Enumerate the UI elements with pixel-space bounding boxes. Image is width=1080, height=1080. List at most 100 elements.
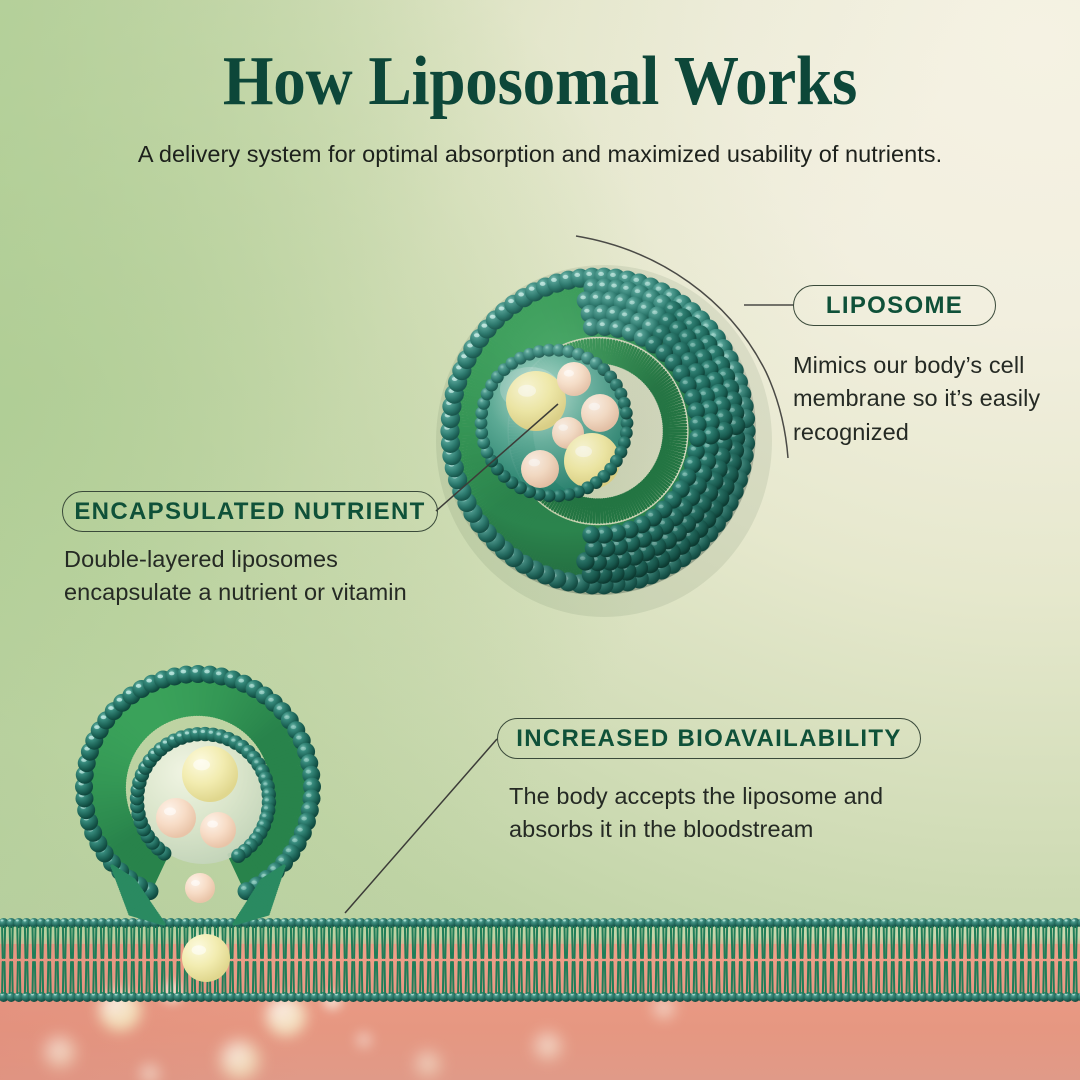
lipid-head-highlight [707, 993, 711, 996]
lipid-head-highlight [540, 919, 544, 922]
lipid-tail [472, 961, 475, 994]
lipid-tail [525, 926, 529, 959]
lipid-head-highlight [433, 993, 437, 996]
lipid-head-highlight [494, 993, 498, 996]
lipid-tail [588, 961, 592, 994]
lipid-head-highlight [1026, 993, 1030, 996]
lipid-tail [39, 961, 42, 994]
lipid-head-highlight [806, 919, 810, 922]
callout-pill-encapsulated-nutrient[interactable]: ENCAPSULATED NUTRIENT [62, 491, 438, 532]
lipid-head-highlight [981, 919, 984, 922]
lipid-head-highlight [1041, 919, 1045, 922]
lipid-tail [398, 926, 402, 959]
lipid-tail [1021, 961, 1025, 994]
nutrient-particle [416, 1052, 440, 1076]
lipid-head-highlight [707, 919, 711, 922]
lipid-tail [778, 926, 782, 959]
lipid-tail [945, 961, 949, 994]
lipid-tail [482, 961, 485, 994]
lipid-tail [619, 961, 622, 994]
lipid-head-highlight [821, 993, 825, 996]
lipid-tail [84, 961, 88, 994]
lipid-head-highlight [502, 993, 506, 996]
lipid-head-highlight [107, 919, 110, 922]
lipid-tail [761, 926, 764, 959]
lipid-head-highlight [91, 919, 95, 922]
lipid-tail [381, 926, 384, 959]
lipid-tail [482, 926, 485, 959]
lipid-head-highlight [525, 993, 528, 996]
lipid-head-highlight [395, 919, 399, 922]
lipid-head-highlight [669, 919, 673, 922]
lipid-tail [419, 926, 422, 959]
lipid-tail [1034, 961, 1038, 994]
lipid-tail [49, 926, 52, 959]
callout-pill-liposome[interactable]: LIPOSOME [793, 285, 996, 326]
lipid-head-highlight [198, 993, 202, 996]
lipid-tail [573, 961, 577, 994]
lipid-tail [907, 926, 911, 959]
lipid-tail [920, 926, 924, 959]
lipid-head-highlight [152, 919, 156, 922]
lipid-tail [71, 926, 75, 959]
lipid-tail [517, 926, 521, 959]
lipid-head-highlight [631, 993, 635, 996]
lipid-head-highlight [129, 993, 133, 996]
lipid-tail [753, 926, 757, 959]
lipid-tail [130, 926, 133, 959]
lipid-tail [641, 926, 645, 959]
lipid-head-highlight [601, 919, 604, 922]
lipid-head-highlight [183, 919, 186, 922]
lipid-head-highlight [737, 993, 741, 996]
lipid-tail [16, 961, 19, 994]
lipid-tail [945, 926, 949, 959]
lipid-head-highlight [912, 919, 916, 922]
lipid-tail [33, 926, 37, 959]
lipid-head-highlight [426, 993, 430, 996]
lipid-head-highlight [160, 919, 164, 922]
lipid-head-highlight [722, 919, 726, 922]
lipid-tail [890, 926, 893, 959]
lipid-head-highlight [297, 993, 300, 996]
lipid-head-highlight [494, 919, 498, 922]
lipid-head-highlight [585, 993, 589, 996]
lipid-tail [791, 961, 795, 994]
lipid-tail [274, 926, 278, 959]
lipid-tail [935, 926, 939, 959]
lipid-tail [1044, 926, 1048, 959]
lipid-tail [1029, 961, 1033, 994]
lipid-tail [685, 961, 688, 994]
lipid-tail [459, 961, 463, 994]
lipid-head-highlight [114, 919, 118, 922]
callout-pill-increased-bioavailability[interactable]: INCREASED BIOAVAILABILITY [497, 718, 921, 759]
lipid-head-highlight [851, 919, 855, 922]
lipid-head-highlight [0, 919, 4, 922]
lipid-tail [1075, 961, 1078, 994]
lipid-tail [976, 926, 979, 959]
lipid-tail [259, 961, 263, 994]
lipid-head-highlight [304, 919, 308, 922]
lipid-tail [277, 926, 280, 959]
lipid-head-highlight [867, 993, 870, 996]
lipid-head-highlight [281, 919, 285, 922]
lipid-tail [953, 926, 957, 959]
lipid-tail [859, 926, 863, 959]
lipid-tail [117, 961, 121, 994]
lipid-head-highlight [114, 993, 118, 996]
lipid-head-highlight [23, 993, 27, 996]
lipid-head-highlight [874, 919, 878, 922]
lipid-tail [284, 961, 288, 994]
lipid-head-highlight [145, 993, 148, 996]
lipid-head-highlight [760, 919, 764, 922]
lipid-tail [251, 961, 255, 994]
lipid-tail [320, 926, 323, 959]
lipid-tail [457, 926, 460, 959]
lipid-tail [966, 926, 969, 959]
lipid-tail [715, 961, 719, 994]
lipid-tail [611, 961, 615, 994]
lipid-tail [61, 961, 65, 994]
lipid-tail [662, 926, 665, 959]
lipid-tail [715, 926, 719, 959]
lipid-head-highlight [973, 993, 977, 996]
